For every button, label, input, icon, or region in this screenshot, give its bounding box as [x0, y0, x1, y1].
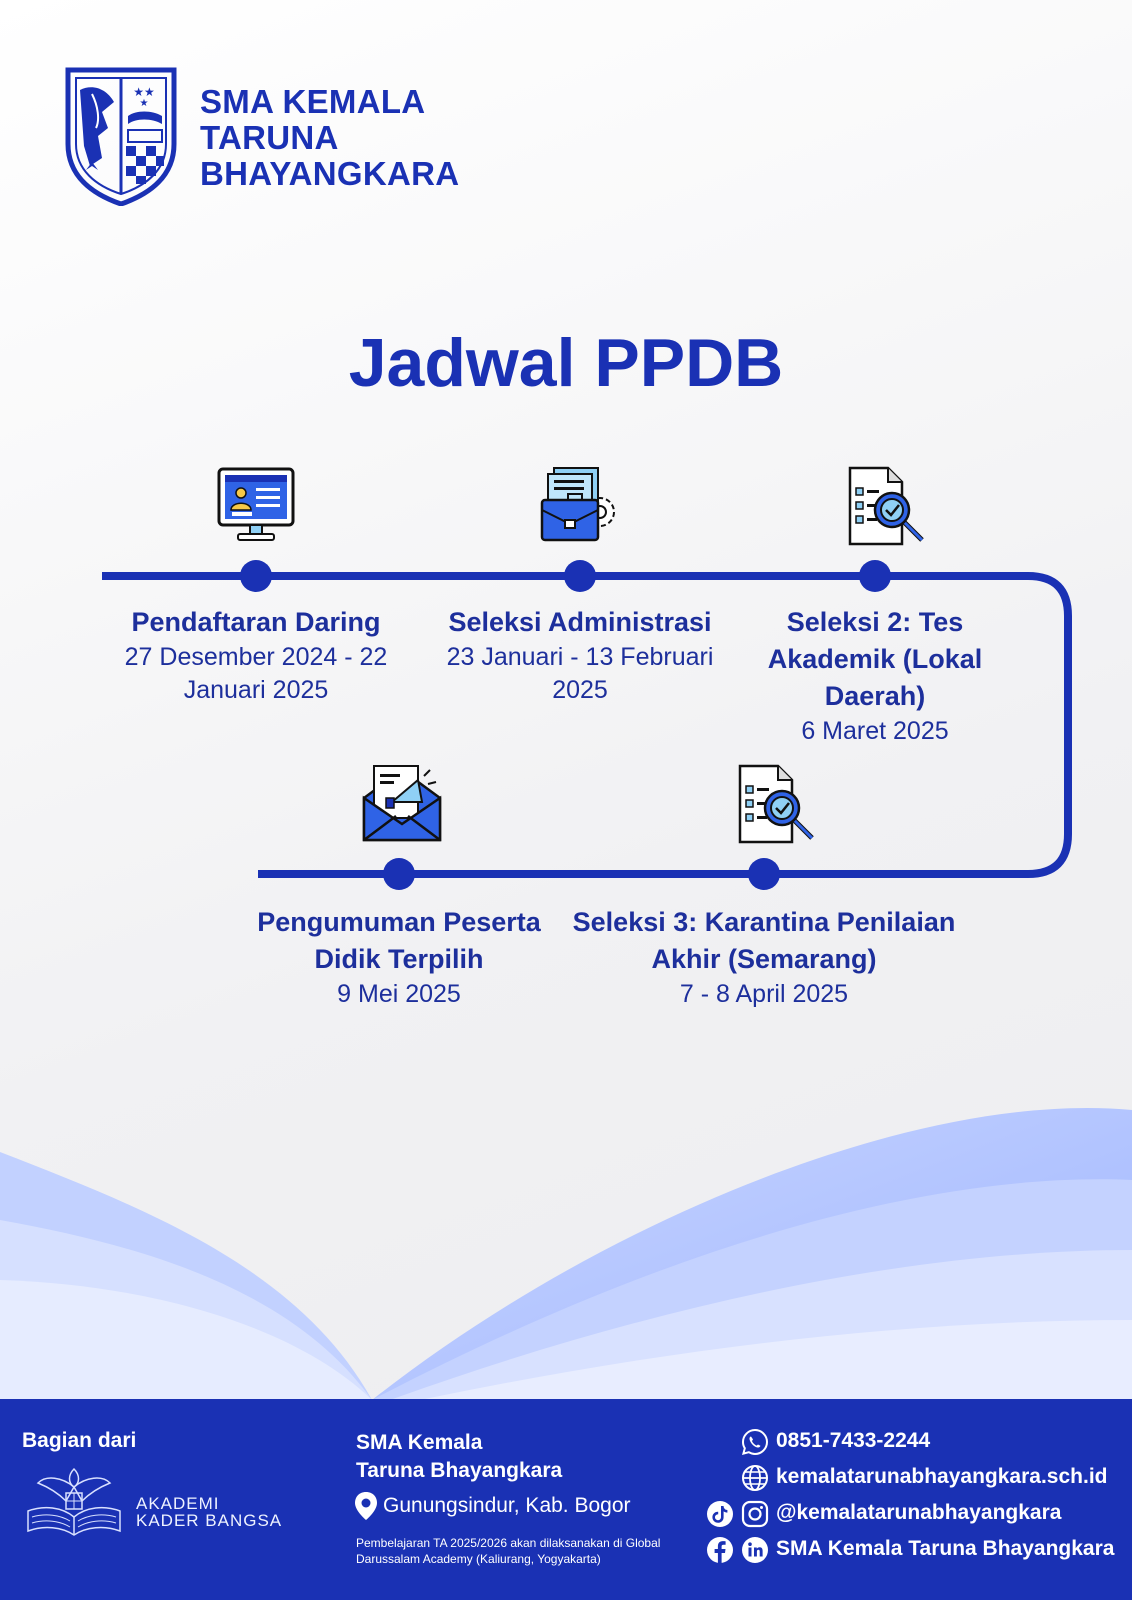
school-name-line: SMA KEMALA	[200, 83, 426, 120]
timeline-node	[748, 858, 780, 890]
globe-icon	[742, 1465, 768, 1491]
step-title: Pendaftaran Daring	[131, 607, 381, 637]
step-title: Pengumuman Peserta Didik Terpilih	[257, 907, 541, 974]
timeline-step: Seleksi 2: Tes Akademik (Lokal Daerah) 6…	[760, 604, 990, 748]
briefcase-documents-icon	[540, 467, 615, 542]
timeline-step: Pengumuman Peserta Didik Terpilih 9 Mei …	[240, 904, 558, 1011]
timeline-node	[240, 560, 272, 592]
book-background	[0, 1107, 1132, 1400]
step-date: 7 - 8 April 2025	[679, 980, 849, 1008]
step-date: 23 Januari - 13 Februari 2025	[446, 643, 714, 704]
whatsapp-icon	[741, 1428, 769, 1456]
instagram-icon[interactable]	[741, 1500, 769, 1528]
learning-note: Pembelajaran TA 2025/2026 akan dilaksana…	[356, 1536, 661, 1566]
timeline-step: Seleksi Administrasi 23 Januari - 13 Feb…	[430, 604, 730, 707]
linkedin-icon[interactable]	[741, 1536, 769, 1564]
document-check-icon	[848, 466, 924, 546]
timeline-node	[859, 560, 891, 592]
page-title: Jadwal PPDB	[348, 325, 784, 401]
school-logo: ★★ ★	[65, 67, 177, 206]
document-check-icon	[738, 764, 814, 844]
step-date: 9 Mei 2025	[337, 980, 461, 1008]
garuda-book-emblem	[27, 1467, 121, 1536]
school-name-line: BHAYANGKARA	[200, 155, 460, 192]
timeline-node	[383, 858, 415, 890]
academy-name-line: AKADEMI	[136, 1494, 220, 1513]
part-of-label: Bagian dari	[22, 1429, 137, 1452]
footer: Bagian dari AKADEMI KADER BANGSA SMA Kem…	[0, 1399, 1132, 1600]
online-registration-icon	[217, 467, 295, 541]
academy-name-line: KADER BANGSA	[136, 1511, 283, 1530]
footer-school-line: SMA Kemala	[356, 1431, 483, 1454]
tiktok-icon[interactable]	[706, 1500, 734, 1528]
school-name-line: TARUNA	[200, 119, 339, 156]
svg-text:★: ★	[140, 98, 149, 109]
timeline-node	[564, 560, 596, 592]
social-name[interactable]: SMA Kemala Taruna Bhayangkara	[776, 1537, 1115, 1560]
footer-school-line: Taruna Bhayangkara	[356, 1459, 563, 1482]
step-title: Seleksi Administrasi	[448, 607, 712, 637]
step-title: Seleksi 3: Karantina Penilaian Akhir (Se…	[572, 907, 956, 974]
announcement-envelope-icon	[362, 765, 442, 842]
svg-text:★★: ★★	[133, 85, 155, 99]
website-link[interactable]: kemalatarunabhayangkara.sch.id	[776, 1465, 1108, 1488]
academy-name: AKADEMI KADER BANGSA	[136, 1495, 282, 1529]
step-date: 6 Maret 2025	[801, 717, 949, 745]
social-handle[interactable]: @kemalatarunabhayangkara	[776, 1501, 1062, 1524]
timeline-step: Pendaftaran Daring 27 Desember 2024 - 22…	[106, 604, 406, 707]
step-title: Seleksi 2: Tes Akademik (Lokal Daerah)	[767, 607, 983, 711]
step-date: 27 Desember 2024 - 22 Januari 2025	[124, 643, 388, 704]
location-pin-icon	[355, 1492, 377, 1520]
phone-number[interactable]: 0851-7433-2244	[776, 1429, 931, 1452]
school-name: SMA KEMALA TARUNA BHAYANGKARA	[200, 84, 459, 192]
footer-school-name: SMA Kemala Taruna Bhayangkara	[356, 1429, 562, 1485]
facebook-icon[interactable]	[706, 1536, 734, 1564]
timeline-step: Seleksi 3: Karantina Penilaian Akhir (Se…	[554, 904, 974, 1011]
location-text: Gunungsindur, Kab. Bogor	[383, 1494, 631, 1517]
